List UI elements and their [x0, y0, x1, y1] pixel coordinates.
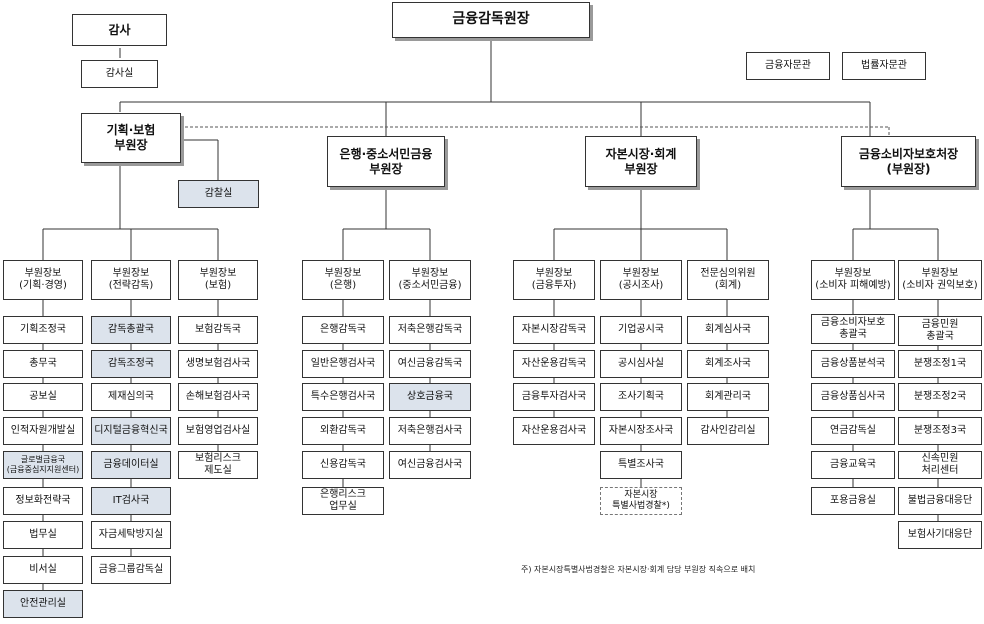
unit-box: 기업공시국	[600, 316, 682, 344]
unit-box: 공시심사실	[600, 350, 682, 378]
unit-box: 금융소비자보호 총괄국	[811, 314, 895, 344]
unit-box: 금융투자검사국	[513, 383, 595, 411]
unit-box: 분쟁조정2국	[898, 383, 982, 411]
assistant-head-7: 부원장보 (공시조사)	[600, 260, 682, 300]
unit-box: 감사인감리실	[687, 417, 769, 445]
unit-box: 특별조사국	[600, 451, 682, 479]
unit-box: 보험리스크 제도실	[178, 451, 258, 479]
unit-box: 금융데이터실	[91, 451, 171, 479]
unit-box: 금융교육국	[811, 451, 895, 479]
unit-box: 자본시장감독국	[513, 316, 595, 344]
unit-box: 저축은행감독국	[389, 316, 471, 344]
footnote: 주) 자본시장특별사법경찰은 자본시장·회계 담당 부원장 직속으로 배치	[521, 565, 756, 574]
unit-box: 생명보험검사국	[178, 350, 258, 378]
unit-box: 신속민원 처리센터	[898, 451, 982, 479]
unit-box: 보험감독국	[178, 316, 258, 344]
unit-box: 비서실	[3, 556, 83, 584]
assistant-head-2: 부원장보 (전략감독)	[91, 260, 171, 300]
unit-box: 디지털금융혁신국	[91, 417, 171, 445]
unit-box: 손해보험검사국	[178, 383, 258, 411]
unit-box: 외환감독국	[302, 417, 384, 445]
assistant-head-3: 부원장보 (보험)	[178, 260, 258, 300]
audit-office-box: 감사실	[81, 60, 158, 88]
deputy-capital-markets-box: 자본시장·회계 부원장	[585, 136, 697, 187]
unit-box: 금융민원 총괄국	[898, 316, 982, 346]
unit-box: 기획조정국	[3, 316, 83, 344]
unit-box: 여신금융검사국	[389, 451, 471, 479]
unit-box: 특수은행검사국	[302, 383, 384, 411]
unit-box: 저축은행검사국	[389, 417, 471, 445]
unit-box: 자금세탁방지실	[91, 521, 171, 549]
unit-box: 자본시장 특별사법경찰*)	[600, 487, 682, 515]
advisor-law-box: 법률자문관	[842, 52, 926, 80]
deputy-banking-box: 은행·중소서민금융 부원장	[327, 136, 445, 187]
governor-box: 금융감독원장	[392, 2, 590, 38]
unit-box: 감독조정국	[91, 350, 171, 378]
unit-box: 상호금융국	[389, 383, 471, 411]
unit-box: 인적자원개발실	[3, 417, 83, 445]
unit-box: 신용감독국	[302, 451, 384, 479]
unit-box: 일반은행검사국	[302, 350, 384, 378]
assistant-head-4: 부원장보 (은행)	[302, 260, 384, 300]
unit-box: 법무실	[3, 521, 83, 549]
unit-box: 여신금융감독국	[389, 350, 471, 378]
unit-box: 금융상품분석국	[811, 350, 895, 378]
unit-box: 자본시장조사국	[600, 417, 682, 445]
unit-box: 분쟁조정1국	[898, 350, 982, 378]
unit-box: 금융상품심사국	[811, 383, 895, 411]
unit-box: 불법금융대응단	[898, 487, 982, 515]
unit-box: 안전관리실	[3, 590, 83, 618]
deputy-planning-insurance-box: 기획·보험 부원장	[81, 113, 181, 163]
unit-box: 회계심사국	[687, 316, 769, 344]
advisor-finance-box: 금융자문관	[746, 52, 830, 80]
unit-box: 은행감독국	[302, 316, 384, 344]
unit-box: 총무국	[3, 350, 83, 378]
auditor-box: 감사	[72, 14, 167, 46]
assistant-head-5: 부원장보 (중소서민금융)	[389, 260, 471, 300]
unit-box: 분쟁조정3국	[898, 417, 982, 445]
unit-box: 보험사기대응단	[898, 521, 982, 549]
unit-box: 회계관리국	[687, 383, 769, 411]
unit-box: 조사기획국	[600, 383, 682, 411]
unit-box: 감독총괄국	[91, 316, 171, 344]
unit-box: 회계조사국	[687, 350, 769, 378]
assistant-head-8: 전문심의위원 (회계)	[687, 260, 769, 300]
unit-box: 자산운용감독국	[513, 350, 595, 378]
unit-box: 글로벌금융국 (금융중심지지원센터)	[3, 451, 83, 479]
deputy-consumer-protection-box: 금융소비자보호처장 (부원장)	[841, 136, 976, 187]
assistant-head-9: 부원장보 (소비자 피해예방)	[811, 260, 895, 300]
assistant-head-6: 부원장보 (금융투자)	[513, 260, 595, 300]
assistant-head-1: 부원장보 (기획·경영)	[3, 260, 83, 300]
unit-box: IT검사국	[91, 487, 171, 515]
unit-box: 정보화전략국	[3, 487, 83, 515]
unit-box: 자산운용검사국	[513, 417, 595, 445]
unit-box: 보험영업검사실	[178, 417, 258, 445]
inspection-office-box: 감찰실	[178, 180, 259, 208]
unit-box: 포용금융실	[811, 487, 895, 515]
unit-box: 공보실	[3, 383, 83, 411]
unit-box: 연금감독실	[811, 417, 895, 445]
unit-box: 제재심의국	[91, 383, 171, 411]
assistant-head-10: 부원장보 (소비자 권익보호)	[898, 260, 982, 300]
unit-box: 은행리스크 업무실	[302, 487, 384, 515]
unit-box: 금융그룹감독실	[91, 556, 171, 584]
